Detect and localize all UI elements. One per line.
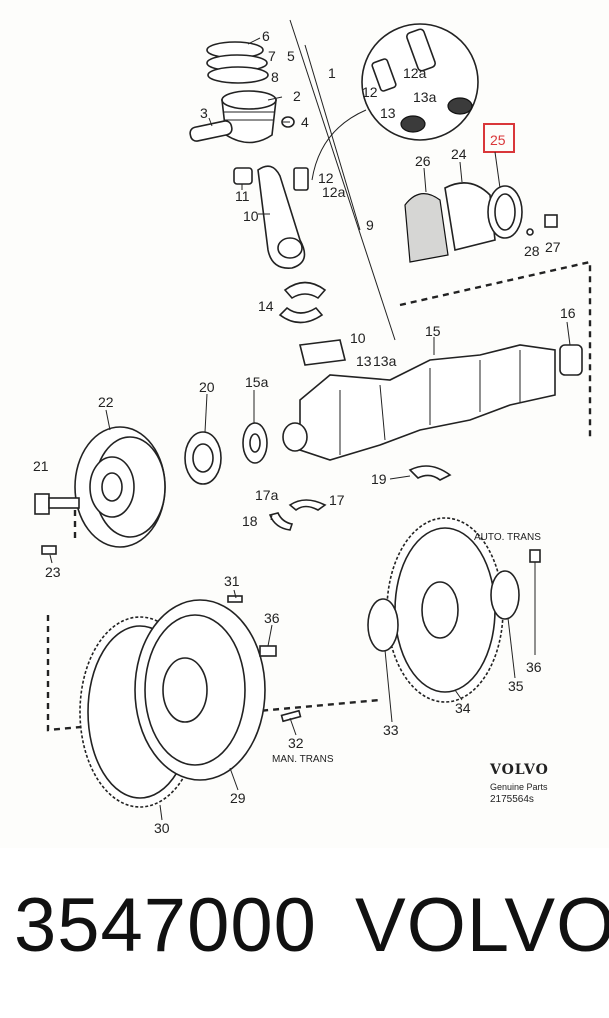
callout-5: 5 <box>287 48 295 64</box>
spacer-33 <box>367 598 399 652</box>
callout-6: 6 <box>262 28 270 44</box>
callout-7: 7 <box>268 48 276 64</box>
callout-30: 30 <box>154 820 170 836</box>
callout-26: 26 <box>415 153 431 169</box>
bolt-36-right <box>529 549 541 563</box>
callout-35: 35 <box>508 678 524 694</box>
callout-28: 28 <box>524 243 540 259</box>
highlight-box-25 <box>483 123 515 153</box>
dowel-31 <box>227 595 243 603</box>
callout-12a-mid: 12a <box>322 184 346 200</box>
callout-16: 16 <box>560 305 576 321</box>
part-number: 3547000 <box>14 883 317 968</box>
callout-22: 22 <box>98 394 114 410</box>
callout-27: 27 <box>545 239 561 255</box>
callout-12-top: 12 <box>362 84 378 100</box>
callout-4: 4 <box>301 114 309 130</box>
logo-drawing-number: 2175564s <box>490 794 534 805</box>
detail-inset <box>311 23 479 181</box>
callout-3: 3 <box>200 105 208 121</box>
piston-guide-line <box>289 19 396 341</box>
crankshaft <box>282 344 583 461</box>
piston <box>221 90 277 144</box>
callout-20: 20 <box>199 379 215 395</box>
piston-guide-line-2 <box>304 44 361 231</box>
callout-17: 17 <box>329 492 345 508</box>
logo-subtitle: Genuine Parts <box>490 782 548 792</box>
callout-19: 19 <box>371 471 387 487</box>
piston-rings <box>206 41 269 84</box>
brand-label: VOLVO <box>355 883 609 968</box>
callout-13a-top: 13a <box>413 89 437 105</box>
bolt-23 <box>41 545 57 555</box>
callout-29: 29 <box>230 790 246 806</box>
diagram-svg: 6 7 5 8 1 2 3 4 12a 12 13a 13 25 26 24 1… <box>33 19 592 836</box>
callout-32: 32 <box>288 735 304 751</box>
thrust-bearing-17 <box>288 499 327 512</box>
rod-cap <box>299 339 346 366</box>
callout-24: 24 <box>451 146 467 162</box>
logo-wordmark: VOLVO <box>490 762 549 778</box>
callout-13-top: 13 <box>380 105 396 121</box>
crank-section-boundary <box>399 260 592 440</box>
callout-23: 23 <box>45 564 61 580</box>
callout-36-right: 36 <box>526 659 542 675</box>
leader-lines <box>49 37 571 821</box>
bolt-36-left <box>259 645 277 657</box>
connecting-rod <box>233 165 309 269</box>
callout-10-top: 10 <box>243 208 259 224</box>
dowel-32 <box>280 709 302 723</box>
callout-14: 14 <box>258 298 274 314</box>
pulley-bolt <box>34 493 80 515</box>
callout-36-left: 36 <box>264 610 280 626</box>
callout-25: 25 <box>490 132 506 148</box>
bearing-18 <box>268 512 294 531</box>
man-trans-label: MAN. TRANS <box>272 754 334 765</box>
rear-seal-housing <box>404 182 558 263</box>
flywheel-section-boundary <box>46 615 381 732</box>
conrod-bearings <box>278 281 327 324</box>
callout-2: 2 <box>293 88 301 104</box>
piston-pin <box>189 116 295 142</box>
callout-31: 31 <box>224 573 240 589</box>
callout-21: 21 <box>33 458 49 474</box>
plate-35 <box>490 570 520 620</box>
callout-11: 11 <box>235 188 250 204</box>
callout-15a: 15a <box>245 374 269 390</box>
callout-10-mid: 10 <box>350 330 366 346</box>
thrust-washer-15a <box>242 422 268 464</box>
drive-plate <box>386 517 504 703</box>
volvo-genuine-parts-logo: VOLVO Genuine Parts 2175564s <box>490 762 600 805</box>
callout-13a-mid: 13a <box>373 353 397 369</box>
callout-9: 9 <box>366 217 374 233</box>
crank-pulley <box>74 426 166 548</box>
callout-8: 8 <box>271 69 279 85</box>
callout-1: 1 <box>328 65 336 81</box>
callout-18: 18 <box>242 513 258 529</box>
flywheel <box>134 599 266 781</box>
callout-17a: 17a <box>255 487 279 503</box>
callout-34: 34 <box>455 700 471 716</box>
callout-13-mid: 13 <box>356 353 372 369</box>
footer <box>0 848 609 1018</box>
auto-trans-label: AUTO. TRANS <box>474 532 541 543</box>
main-bearing-19 <box>408 465 452 481</box>
exploded-parts-diagram: 6 7 5 8 1 2 3 4 12a 12 13a 13 25 26 24 1… <box>33 19 600 836</box>
timing-gear <box>184 431 222 485</box>
callout-12a-top: 12a <box>403 65 427 81</box>
callout-12-mid: 12 <box>318 170 334 186</box>
callout-15: 15 <box>425 323 441 339</box>
callout-33: 33 <box>383 722 399 738</box>
